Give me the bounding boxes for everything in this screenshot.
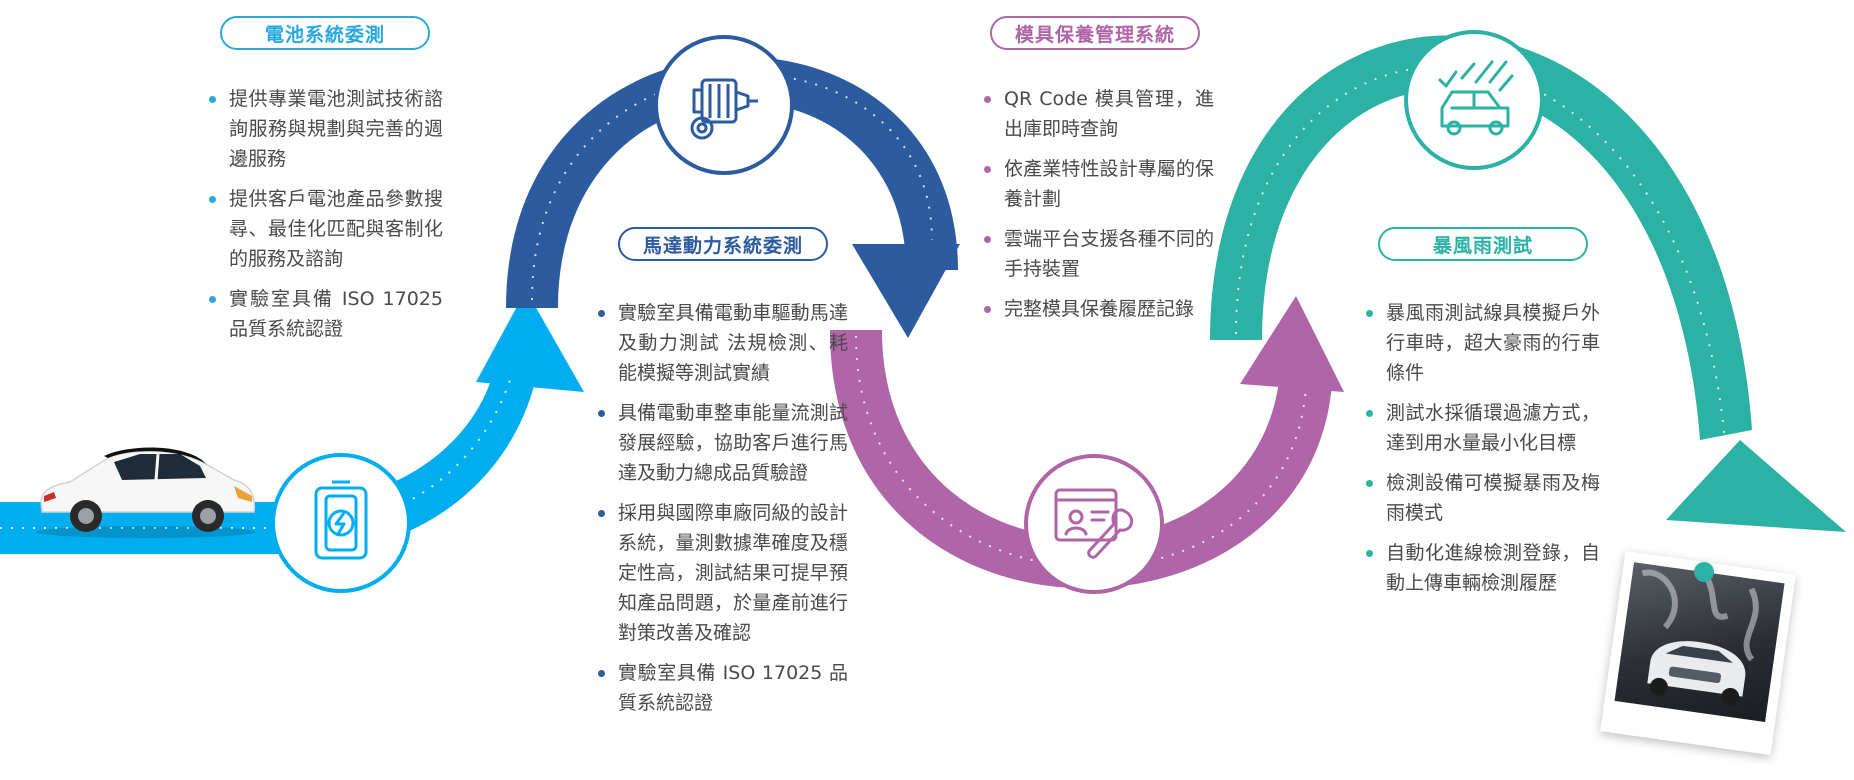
list-item: QR Code 模具管理，進出庫即時查詢	[982, 84, 1214, 144]
mold-icon-badge	[1024, 454, 1164, 594]
mold-bullet-list: QR Code 模具管理，進出庫即時查詢 依產業特性設計專屬的保養計劃 雲端平台…	[982, 84, 1214, 334]
list-item: 完整模具保養履歷記錄	[982, 294, 1214, 324]
battery-charge-icon	[314, 480, 368, 560]
list-item: 實驗室具備電動車驅動馬達及動力測試 法規檢測、耗能模擬等測試實績	[596, 298, 848, 388]
storm-segment	[1210, 35, 1846, 532]
car-rain-icon	[1438, 60, 1514, 136]
list-item: 提供專業電池測試技術諮詢服務與規劃與完善的週邊服務	[207, 84, 443, 174]
list-item: 自動化進線檢測登錄，自動上傳車輛檢測履歷	[1364, 538, 1600, 598]
motor-gear-icon	[690, 78, 758, 140]
list-item: 依產業特性設計專屬的保養計劃	[982, 154, 1214, 214]
motor-bullet-list: 實驗室具備電動車驅動馬達及動力測試 法規檢測、耗能模擬等測試實績 具備電動車整車…	[596, 298, 848, 728]
list-item: 檢測設備可模擬暴雨及梅雨模式	[1364, 468, 1600, 528]
battery-section-title: 電池系統委測	[220, 16, 430, 50]
monitor-wrench-icon	[1054, 488, 1134, 559]
list-item: 實驗室具備 ISO 17025 品質系統認證	[596, 658, 848, 718]
list-item: 提供客戶電池產品參數搜尋、最佳化匹配與客制化的服務及諮詢	[207, 184, 443, 274]
storm-section-title: 暴風雨測試	[1378, 227, 1588, 261]
electric-car-illustration	[36, 447, 256, 538]
list-item: 實驗室具備 ISO 17025 品質系統認證	[207, 284, 443, 344]
storm-test-photo	[1600, 550, 1796, 756]
mold-section-title: 模具保養管理系統	[990, 16, 1200, 50]
motor-section-title: 馬達動力系統委測	[618, 227, 828, 261]
photo-pin	[1694, 562, 1714, 582]
list-item: 測試水採循環過濾方式，達到用水量最小化目標	[1364, 398, 1600, 458]
battery-icon-badge	[271, 453, 411, 593]
list-item: 具備電動車整車能量流測試發展經驗，協助客戶進行馬達及動力總成品質驗證	[596, 398, 848, 488]
list-item: 雲端平台支援各種不同的手持裝置	[982, 224, 1214, 284]
storm-bullet-list: 暴風雨測試線具模擬戶外行車時，超大豪雨的行車條件 測試水採循環過濾方式，達到用水…	[1364, 298, 1600, 608]
list-item: 暴風雨測試線具模擬戶外行車時，超大豪雨的行車條件	[1364, 298, 1600, 388]
list-item: 採用與國際車廠同級的設計系統，量測數據準確度及穩定性高，測試結果可提早預知產品問…	[596, 498, 848, 648]
motor-icon-badge	[654, 35, 794, 175]
battery-bullet-list: 提供專業電池測試技術諮詢服務與規劃與完善的週邊服務 提供客戶電池產品參數搜尋、最…	[207, 84, 443, 354]
motor-segment	[506, 57, 960, 338]
storm-icon-badge	[1404, 30, 1544, 170]
